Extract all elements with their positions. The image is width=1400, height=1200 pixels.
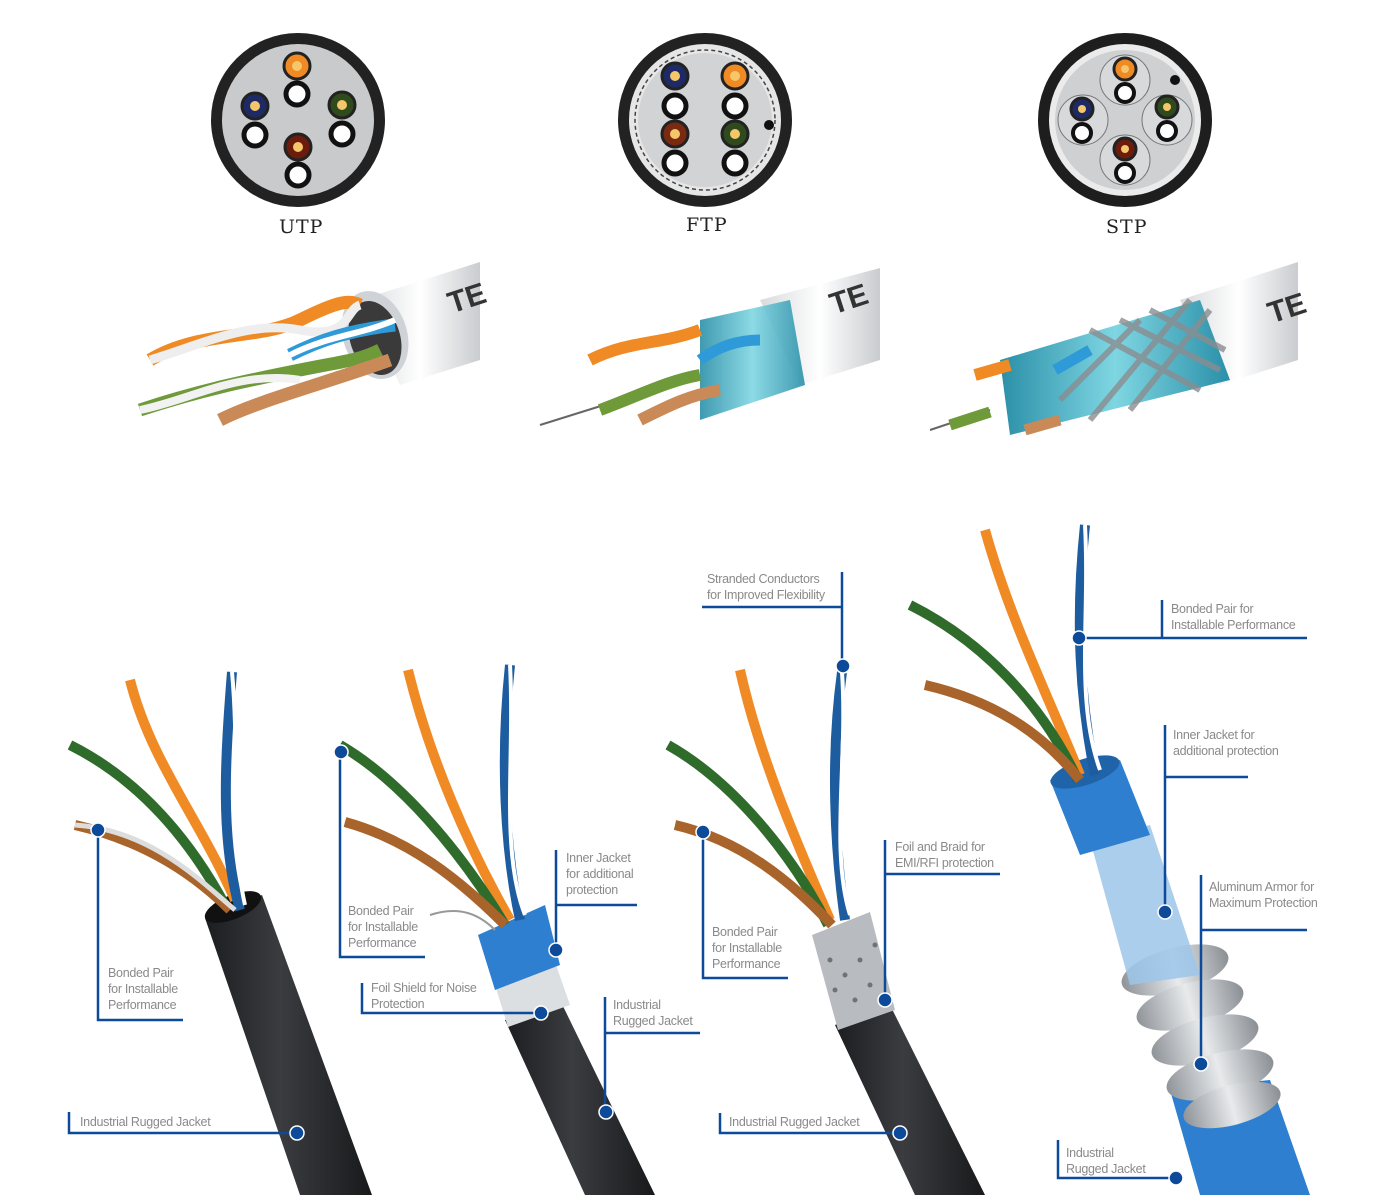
stp-label: STP [1106,216,1148,238]
callout-line-text: Maximum Protection [1209,896,1318,910]
callout-line-text: Industrial [613,998,661,1012]
callout-line-text: Industrial [1066,1146,1114,1160]
callout-line-text: Stranded Conductors [707,572,820,586]
callout-line-text: Rugged Jacket [613,1014,693,1028]
callout-c2-foil-shield: Foil Shield for Noise Protection [371,980,477,1012]
callout-c3-jacket: Industrial Rugged Jacket [729,1114,860,1130]
callout-line-text: Industrial Rugged Jacket [80,1115,211,1129]
stp-cross-section [1038,33,1212,207]
callout-c4-armor: Aluminum Armor for Maximum Protection [1209,879,1318,911]
callout-line-text: Rugged Jacket [1066,1162,1146,1176]
callout-c1-bonded-pair: Bonded Pair for Installable Performance [108,965,178,1013]
callout-line-text: additional protection [1173,744,1279,758]
utp-cable-render [137,262,480,426]
ftp-cross-section [618,33,792,207]
callout-c4-jacket: Industrial Rugged Jacket [1066,1145,1146,1177]
callout-dots [90,630,1209,1186]
cable-4-illustration [907,524,1310,1195]
callout-line-text: Performance [348,936,417,950]
ftp-label: FTP [686,214,728,236]
callout-line-text: for Installable [348,920,418,934]
callout-c3-stranded: Stranded Conductors for Improved Flexibi… [707,571,825,603]
callout-line-text: Aluminum Armor for [1209,880,1315,894]
callout-c2-bonded-pair: Bonded Pair for Installable Performance [348,903,418,951]
callout-line-text: Installable Performance [1171,618,1296,632]
callout-line-text: Bonded Pair for [1171,602,1254,616]
callout-line-text: for Improved Flexibility [707,588,825,602]
callout-c3-foil-braid: Foil and Braid for EMI/RFI protection [895,839,994,871]
callout-c4-inner-jacket: Inner Jacket for additional protection [1173,727,1279,759]
callout-line-text: Inner Jacket [566,851,631,865]
utp-cross-section [211,33,385,207]
callout-line-text: Bonded Pair [712,925,778,939]
callout-c2-jacket: Industrial Rugged Jacket [613,997,693,1029]
ftp-cable-render [539,268,880,426]
callout-line-text: Foil Shield for Noise [371,981,477,995]
callout-line-text: for Installable [108,982,178,996]
callout-line-text: for Installable [712,941,782,955]
utp-label: UTP [279,216,324,238]
callout-line-text: for additional [566,867,634,881]
callout-line-text: Foil and Braid for [895,840,985,854]
callout-line-text: Industrial Rugged Jacket [729,1115,860,1129]
callout-c2-inner-jacket: Inner Jacket for additional protection [566,850,634,898]
callout-lines [67,572,1307,1180]
callout-line-text: Performance [108,998,177,1012]
callout-line-text: Bonded Pair [348,904,414,918]
callout-line-text: Inner Jacket for [1173,728,1255,742]
cable-2-illustration [337,664,655,1195]
callout-c3-bonded-pair: Bonded Pair for Installable Performance [712,924,782,972]
callout-line-text: Performance [712,957,781,971]
callout-c4-bonded-pair: Bonded Pair for Installable Performance [1171,601,1296,633]
callout-line-text: EMI/RFI protection [895,856,994,870]
callout-line-text: Protection [371,997,425,1011]
callout-c1-jacket: Industrial Rugged Jacket [80,1114,211,1130]
callout-line-text: Bonded Pair [108,966,174,980]
stp-cable-render [929,262,1298,436]
callout-line-text: protection [566,883,618,897]
